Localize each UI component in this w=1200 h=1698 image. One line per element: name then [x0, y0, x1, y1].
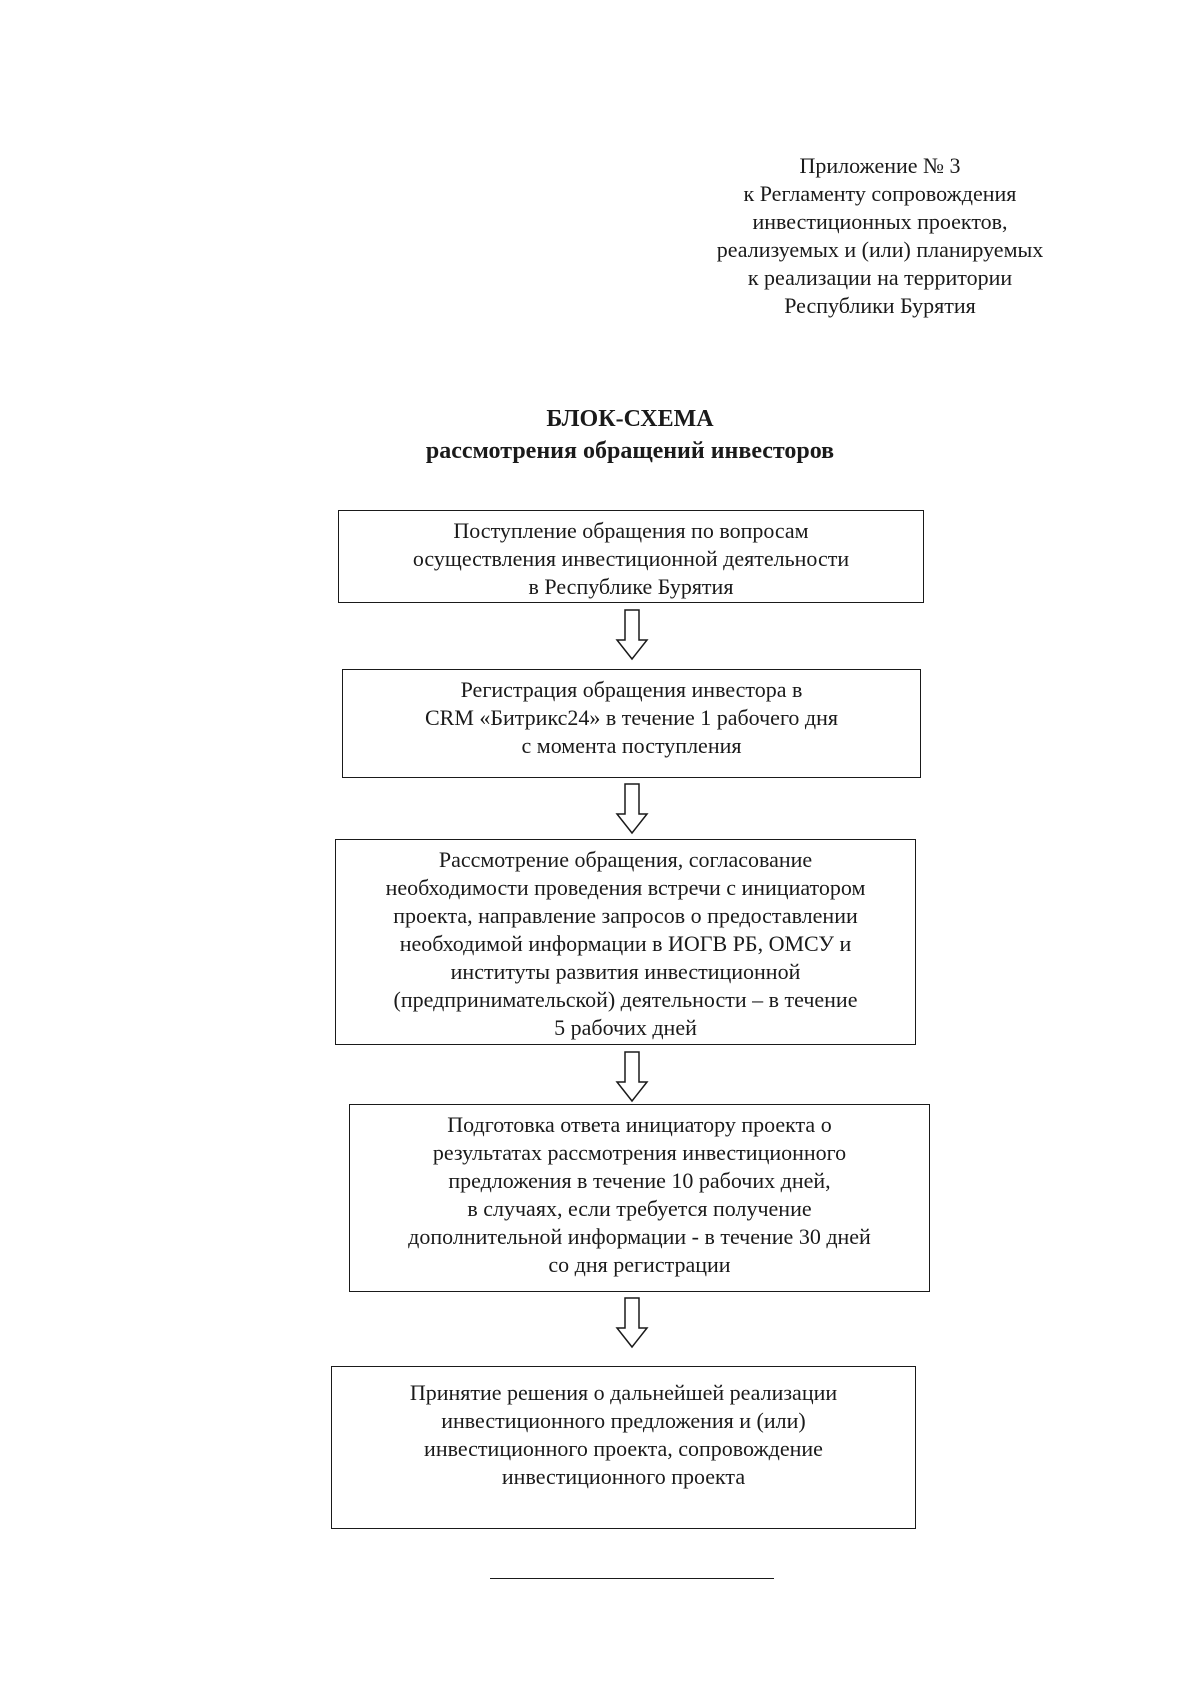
step-text-line: в Республике Бурятия	[528, 574, 734, 599]
step-text-line: дополнительной информации - в течение 30…	[408, 1224, 871, 1249]
step-text-line: предложения в течение 10 рабочих дней,	[448, 1168, 831, 1193]
step-text-line: Принятие решения о дальнейшей реализации	[409, 1380, 838, 1405]
step-text-line: с момента поступления	[521, 733, 742, 758]
step-text-line: Поступление обращения по вопросам	[453, 518, 809, 543]
step-text-line: инвестиционного проекта	[501, 1464, 746, 1489]
down-arrow-icon	[615, 1297, 649, 1349]
step-text-line: необходимости проведения встречи с иници…	[385, 875, 866, 900]
diagram-title-main: БЛОК-СХЕМА	[546, 406, 714, 432]
appendix-note: Приложение № 3 к Регламенту сопровождени…	[690, 152, 1070, 320]
step-text-line: инвестиционного проекта, сопровождение	[424, 1436, 823, 1461]
appendix-line: к реализации на территории	[747, 265, 1013, 290]
footer-divider	[490, 1578, 774, 1579]
step-text-line: в случаях, если требуется получение	[467, 1196, 812, 1221]
down-arrow-icon	[615, 783, 649, 835]
flow-step-2: Регистрация обращения инвестора в CRM «Б…	[342, 669, 921, 778]
step-text-line: необходимой информации в ИОГВ РБ, ОМСУ и	[399, 931, 852, 956]
step-text-line: инвестиционного предложения и (или)	[441, 1408, 806, 1433]
step-text-line: осуществления инвестиционной деятельност…	[412, 546, 850, 571]
step-text-line: Регистрация обращения инвестора в	[460, 677, 803, 702]
step-text-line: результатах рассмотрения инвестиционного	[432, 1140, 847, 1165]
flow-step-5: Принятие решения о дальнейшей реализации…	[331, 1366, 916, 1529]
appendix-line: инвестиционных проектов,	[752, 209, 1008, 234]
step-text-line: проекта, направление запросов о предоста…	[393, 903, 858, 928]
down-arrow-icon	[615, 609, 649, 661]
flow-step-3: Рассмотрение обращения, согласование нео…	[335, 839, 916, 1045]
step-text-line: со дня регистрации	[548, 1252, 731, 1277]
diagram-title-sub: рассмотрения обращений инвесторов	[425, 438, 835, 464]
step-text-line: (предпринимательской) деятельности – в т…	[393, 987, 858, 1012]
appendix-line: Приложение № 3	[799, 153, 961, 178]
appendix-line: к Регламенту сопровождения	[743, 181, 1017, 206]
step-text-line: институты развития инвестиционной	[450, 959, 801, 984]
flow-step-1: Поступление обращения по вопросам осущес…	[338, 510, 924, 603]
step-text-line: CRM «Битрикс24» в течение 1 рабочего дня	[424, 705, 838, 730]
flow-step-4: Подготовка ответа инициатору проекта о р…	[349, 1104, 930, 1292]
step-text-line: 5 рабочих дней	[554, 1015, 697, 1040]
step-text-line: Подготовка ответа инициатору проекта о	[447, 1112, 832, 1137]
appendix-line: Республики Бурятия	[784, 293, 976, 318]
diagram-title: БЛОК-СХЕМА рассмотрения обращений инвест…	[300, 403, 960, 467]
step-text-line: Рассмотрение обращения, согласование	[438, 847, 813, 872]
down-arrow-icon	[615, 1051, 649, 1103]
appendix-line: реализуемых и (или) планируемых	[716, 237, 1044, 262]
